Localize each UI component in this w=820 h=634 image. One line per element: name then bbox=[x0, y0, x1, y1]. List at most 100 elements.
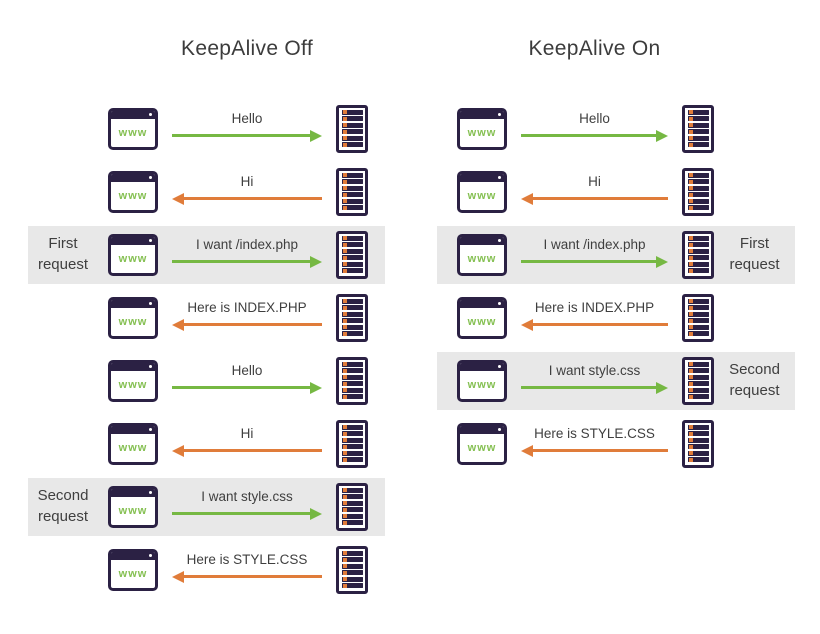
server-slot bbox=[687, 129, 709, 135]
response-arrow-left-icon bbox=[172, 192, 322, 205]
server-slot bbox=[687, 311, 709, 317]
server-slot bbox=[687, 192, 709, 198]
response-arrow-left-icon bbox=[521, 444, 668, 457]
request-group-label: First request bbox=[37, 235, 89, 273]
browser-www-label: www bbox=[118, 126, 148, 139]
browser-titlebar bbox=[111, 362, 155, 371]
message-label: I want style.css bbox=[548, 362, 641, 378]
browser-www-label: www bbox=[467, 378, 497, 391]
server-slot bbox=[341, 424, 363, 430]
server-slot bbox=[687, 374, 709, 380]
arrow-head bbox=[310, 255, 322, 268]
server-slot bbox=[687, 255, 709, 261]
message-label: I want style.css bbox=[201, 488, 293, 504]
browser-titlebar-dot bbox=[498, 112, 501, 116]
server-slot bbox=[341, 520, 363, 526]
server-slot bbox=[341, 450, 363, 456]
browser-titlebar-dot bbox=[149, 490, 152, 494]
server-slot bbox=[341, 185, 363, 191]
browser-www-label: www bbox=[118, 189, 148, 202]
server-icon bbox=[336, 356, 368, 405]
server-icon bbox=[682, 230, 714, 279]
server-slot bbox=[341, 361, 363, 367]
server-slot bbox=[341, 261, 363, 267]
arrow-line bbox=[521, 386, 659, 389]
server-slot bbox=[687, 381, 709, 387]
server-slot bbox=[341, 324, 363, 330]
server-slot bbox=[341, 248, 363, 254]
request-arrow-right-icon bbox=[521, 255, 668, 268]
arrow-head bbox=[521, 318, 533, 331]
message-cell: Here is INDEX.PHP bbox=[507, 281, 682, 349]
server-slot bbox=[687, 437, 709, 443]
server-slot bbox=[687, 444, 709, 450]
server-slot bbox=[687, 424, 709, 430]
server-icon bbox=[336, 545, 368, 594]
browser-window-icon: www bbox=[457, 170, 507, 213]
arrow-line bbox=[530, 449, 668, 452]
server-slot bbox=[341, 570, 363, 576]
message-label: I want /index.php bbox=[195, 236, 299, 252]
server-slot bbox=[687, 261, 709, 267]
server-slot bbox=[687, 387, 709, 393]
browser-titlebar-dot bbox=[149, 553, 152, 557]
server-slot bbox=[687, 142, 709, 148]
arrow-head bbox=[656, 129, 668, 142]
message-cell: Hello bbox=[158, 92, 336, 160]
message-label: Here is INDEX.PHP bbox=[187, 299, 307, 315]
message-label: Here is STYLE.CSS bbox=[534, 425, 655, 441]
request-group-label: First request bbox=[729, 235, 780, 273]
browser-window-icon: www bbox=[108, 233, 158, 276]
message-label: I want /index.php bbox=[543, 236, 646, 252]
server-slot bbox=[687, 305, 709, 311]
server-slot bbox=[687, 368, 709, 374]
arrow-line bbox=[530, 323, 668, 326]
browser-www-label: www bbox=[467, 252, 497, 265]
server-slot bbox=[687, 109, 709, 115]
server-slot bbox=[687, 122, 709, 128]
message-cell: Hi bbox=[158, 407, 336, 475]
server-slot bbox=[341, 235, 363, 241]
request-group-label: Second request bbox=[37, 487, 89, 525]
arrow-line bbox=[521, 134, 659, 137]
server-icon bbox=[682, 356, 714, 405]
browser-titlebar-dot bbox=[149, 301, 152, 305]
server-slot bbox=[341, 198, 363, 204]
title-row: KeepAlive On bbox=[437, 0, 795, 97]
server-slot bbox=[687, 172, 709, 178]
server-icon bbox=[682, 293, 714, 342]
browser-www-label: www bbox=[467, 126, 497, 139]
browser-titlebar bbox=[111, 299, 155, 308]
server-slot bbox=[687, 235, 709, 241]
server-slot bbox=[341, 122, 363, 128]
browser-window-icon: www bbox=[457, 233, 507, 276]
server-slot bbox=[341, 311, 363, 317]
browser-titlebar bbox=[111, 551, 155, 560]
server-slot bbox=[341, 318, 363, 324]
server-slot bbox=[341, 576, 363, 582]
server-slot bbox=[341, 116, 363, 122]
column-title-keepalive-off: KeepAlive Off bbox=[181, 36, 313, 60]
arrow-head bbox=[310, 129, 322, 142]
browser-titlebar bbox=[111, 425, 155, 434]
request-group-label: Second request bbox=[729, 361, 780, 399]
server-slot bbox=[687, 318, 709, 324]
arrow-head bbox=[656, 381, 668, 394]
server-slot bbox=[341, 192, 363, 198]
browser-www-label: www bbox=[118, 441, 148, 454]
server-slot bbox=[341, 437, 363, 443]
server-slot bbox=[341, 135, 363, 141]
server-slot bbox=[341, 563, 363, 569]
browser-titlebar-dot bbox=[149, 175, 152, 179]
browser-titlebar bbox=[111, 173, 155, 182]
arrow-line bbox=[181, 197, 322, 200]
arrow-head bbox=[172, 444, 184, 457]
message-cell: I want /index.php bbox=[158, 218, 336, 286]
